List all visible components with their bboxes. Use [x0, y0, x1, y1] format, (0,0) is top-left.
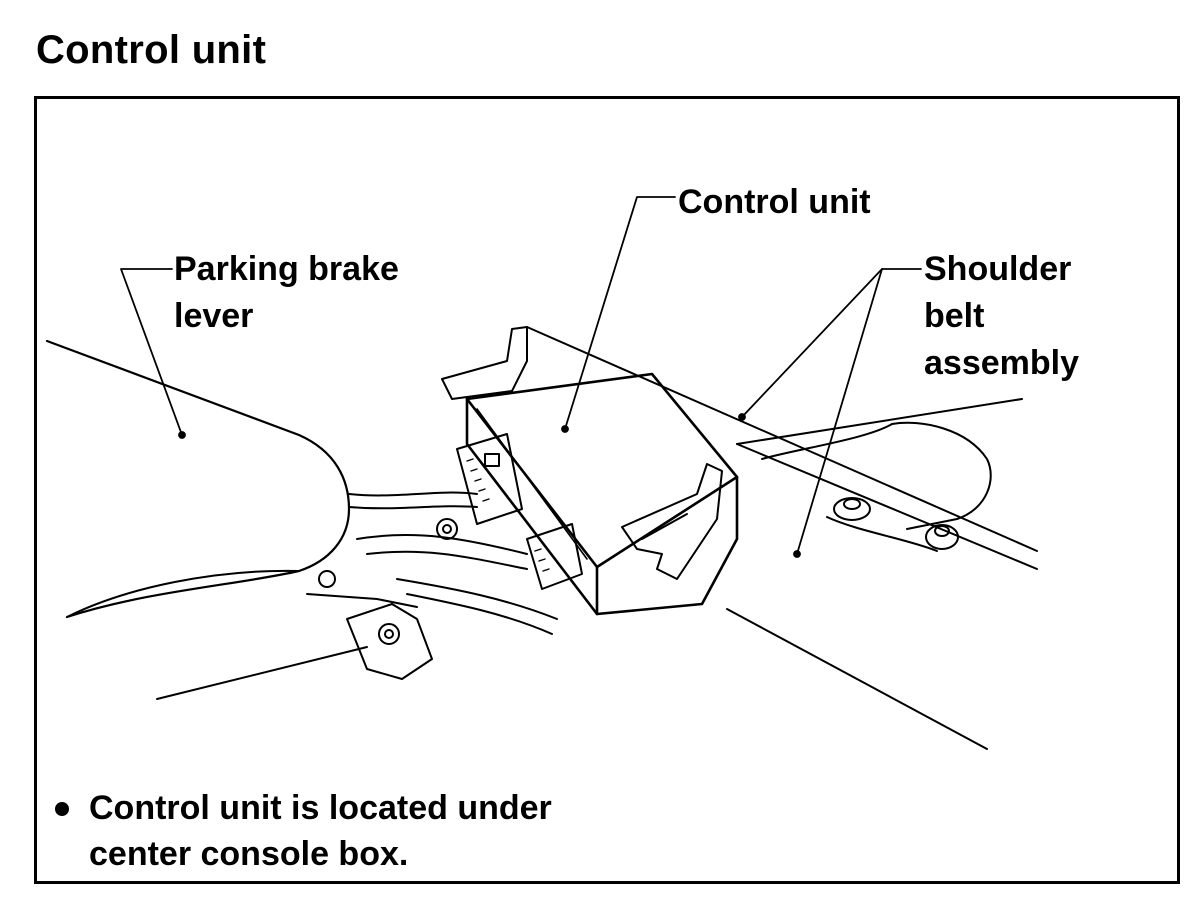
callout-shoulder-belt-assembly: Shoulder belt assembly — [924, 246, 1079, 387]
control-unit-box-drawing — [465, 372, 739, 616]
connectors-drawing — [456, 433, 583, 590]
wiring-harness-drawing — [306, 491, 558, 680]
page-title: Control unit — [36, 28, 267, 72]
callout-parking-brake-line-1: Parking brake — [174, 250, 399, 288]
figure-frame: Control unit Parking brake lever Shoulde… — [34, 96, 1180, 884]
shoulder-belt-assembly-drawing — [826, 497, 959, 552]
parking-brake-lever-drawing — [45, 339, 368, 700]
callout-shoulder-belt-line-2: belt — [924, 297, 985, 335]
callout-parking-brake-lever: Parking brake lever — [174, 246, 399, 340]
bullet-dot-icon — [55, 802, 69, 816]
note-line-1: Control unit is located under — [89, 789, 552, 827]
callout-shoulder-belt-line-1: Shoulder — [924, 250, 1072, 288]
callout-shoulder-belt-line-3: assembly — [924, 344, 1079, 382]
callout-control-unit-text: Control unit — [678, 183, 871, 221]
callout-parking-brake-line-2: lever — [174, 297, 254, 335]
control-unit-location-illustration — [45, 196, 1038, 750]
callout-control-unit: Control unit — [678, 179, 871, 226]
console-body-lines — [526, 326, 1038, 750]
leader-lines — [120, 196, 922, 558]
location-note: Control unit is located under center con… — [55, 785, 552, 877]
note-line-2: center console box. — [89, 835, 409, 873]
mounting-brackets-drawing — [441, 326, 723, 580]
